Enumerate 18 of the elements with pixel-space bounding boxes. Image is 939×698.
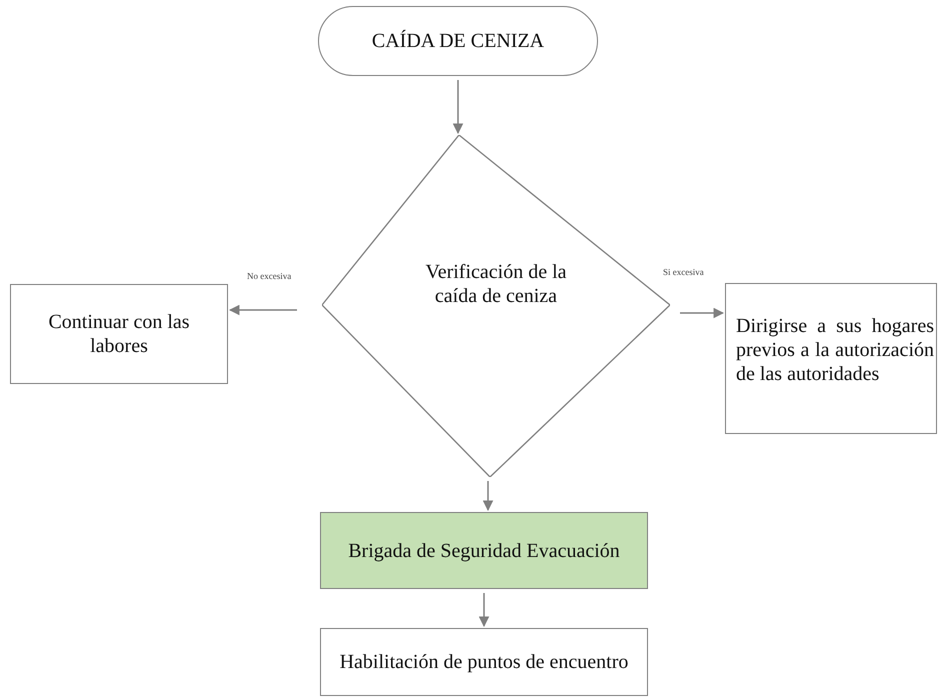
process-box: [725, 283, 937, 434]
arrow: [452, 80, 464, 134]
process-box: [320, 628, 648, 696]
process-box: [10, 284, 228, 384]
arrow: [680, 308, 724, 318]
node-label: CAÍDA DE CENIZA: [370, 29, 546, 53]
node-label: Continuar con las labores: [47, 310, 191, 358]
edge-label: Si excesiva: [661, 267, 706, 277]
node-label: Habilitación de puntos de encuentro: [338, 650, 630, 674]
arrow: [228, 304, 297, 316]
node-label: Verificación de la caída de ceniza: [424, 260, 568, 308]
node-label: Brigada de Seguridad Evacuación: [347, 538, 621, 562]
arrow: [482, 481, 494, 512]
edge-label: No excesiva: [245, 271, 294, 281]
decision-diamond: [322, 135, 670, 477]
process-box: [320, 512, 648, 589]
arrow: [478, 593, 490, 628]
node-label: Dirigirse a sus hogares previos a la autorización de las autoridades: [736, 314, 934, 386]
